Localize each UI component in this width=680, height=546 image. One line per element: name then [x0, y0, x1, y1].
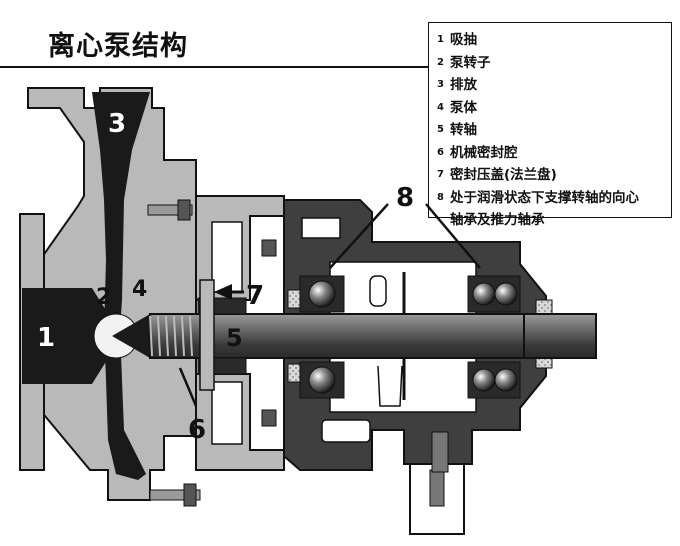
- legend-number: 1: [437, 34, 444, 45]
- drain-plug: [431, 431, 449, 473]
- legend-item: 5 转轴: [437, 119, 665, 142]
- legend-label: 密封压盖(法兰盘): [450, 167, 557, 183]
- legend-number: 7: [437, 169, 444, 180]
- bolt-top: [147, 199, 193, 221]
- legend-item: 2 泵转子: [437, 52, 665, 75]
- legend-item: 4 泵体: [437, 97, 665, 120]
- legend-item: 7 密封压盖(法兰盘): [437, 164, 665, 187]
- page-title: 离心泵结构: [48, 31, 188, 62]
- shaft-thread: [149, 315, 193, 357]
- callout-5: 5: [226, 324, 243, 352]
- lower-port: [321, 419, 371, 443]
- callout-7: 7: [246, 281, 264, 311]
- legend-label-line2: 轴承及推力轴承: [450, 212, 545, 228]
- legend-item: 8 处于润滑状态下支撑转轴的向心轴承及推力轴承: [437, 187, 665, 232]
- legend-label: 泵转子: [450, 54, 491, 71]
- bearing-left: [299, 275, 345, 399]
- seal-gland: [199, 279, 215, 391]
- oil-sight-glass: [301, 217, 341, 239]
- callout-4: 4: [132, 277, 147, 302]
- legend-box: 1 吸抽 2 泵转子 3 排放 4 泵体 5 转轴 6 机械密封腔 7 密封压盖…: [428, 22, 672, 228]
- legend-number: 4: [437, 101, 444, 113]
- suction-channel: [22, 288, 132, 384]
- legend-label-line1: 处于润滑状态下支撑转轴的向心: [450, 189, 639, 206]
- legend-number: 3: [437, 79, 444, 90]
- title-rule: [0, 66, 428, 68]
- bolt-side-top: [261, 239, 277, 257]
- legend-number: 6: [437, 146, 444, 158]
- oil-slinger: [377, 365, 403, 407]
- legend-item: 3 排放: [437, 74, 665, 97]
- impeller-hub: [112, 314, 150, 358]
- callout-3: 3: [108, 109, 126, 139]
- legend-label: 吸抽: [450, 32, 477, 48]
- callout-6: 6: [188, 415, 206, 445]
- cover-window-bottom: [211, 381, 243, 445]
- callout-2: 2: [96, 285, 111, 310]
- legend-number: 8: [437, 191, 444, 203]
- bolt-bottom: [149, 483, 201, 507]
- bolt-side-bottom: [261, 409, 277, 427]
- legend-label: 泵体: [450, 99, 477, 116]
- callout-6-leader: [178, 367, 198, 407]
- callout-8-leader: [329, 203, 481, 269]
- callout-8: 8: [396, 183, 414, 213]
- legend-number: 2: [437, 56, 444, 68]
- bearing-right: [467, 275, 521, 399]
- legend-label: 处于润滑状态下支撑转轴的向心轴承及推力轴承: [450, 187, 639, 232]
- discharge-volute: [92, 92, 150, 480]
- breather: [369, 275, 387, 307]
- legend-item: 1 吸抽: [437, 29, 665, 52]
- legend-label: 排放: [450, 77, 477, 93]
- foot-bolt: [429, 469, 445, 507]
- cover-window-top: [211, 221, 243, 293]
- legend-label: 转轴: [450, 122, 477, 138]
- legend-number: 5: [437, 124, 444, 135]
- legend-item: 6 机械密封腔: [437, 142, 665, 165]
- shaft: [149, 313, 597, 359]
- callout-7-arrow: [214, 284, 232, 300]
- callout-1: 1: [37, 323, 55, 353]
- legend-label: 机械密封腔: [450, 144, 518, 161]
